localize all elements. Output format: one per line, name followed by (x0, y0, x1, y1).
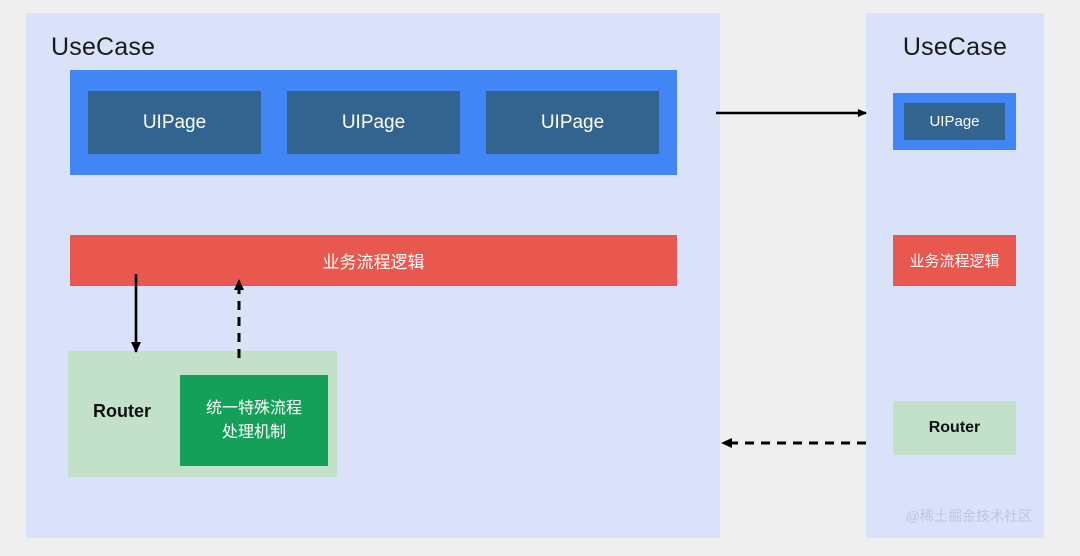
page-title-right: UseCase (902, 33, 1008, 61)
uipage-group-left: UIPage UIPage UIPage (70, 70, 677, 175)
uipage-box[interactable]: UIPage (88, 91, 261, 154)
business-logic-bar-left[interactable]: 业务流程逻辑 (70, 235, 677, 286)
router-box-left[interactable]: Router 统一特殊流程 处理机制 (68, 351, 337, 477)
uipage-box[interactable]: UIPage (287, 91, 460, 154)
router-label: Router (928, 419, 981, 436)
uipage-box[interactable]: UIPage (486, 91, 659, 154)
usecase-panel-right: UseCase UIPage 业务流程逻辑 Router @稀土掘金技术社区 (866, 13, 1044, 538)
watermark: @稀土掘金技术社区 (905, 508, 1032, 524)
uipage-box[interactable]: UIPage (904, 103, 1005, 140)
uipage-group-right: UIPage (893, 93, 1016, 150)
router-inner-line-2: 处理机制 (221, 423, 286, 441)
router-box-right[interactable]: Router (893, 401, 1016, 455)
router-inner-box[interactable]: 统一特殊流程 处理机制 (180, 375, 328, 466)
business-logic-bar-right[interactable]: 业务流程逻辑 (893, 235, 1016, 286)
usecase-panel-left: UseCase UIPage UIPage UIPage 业务流程逻辑 Rout… (26, 13, 720, 538)
router-label: Router (93, 401, 151, 421)
router-inner-line-1: 统一特殊流程 (205, 400, 302, 418)
page-title-left: UseCase (51, 33, 156, 61)
